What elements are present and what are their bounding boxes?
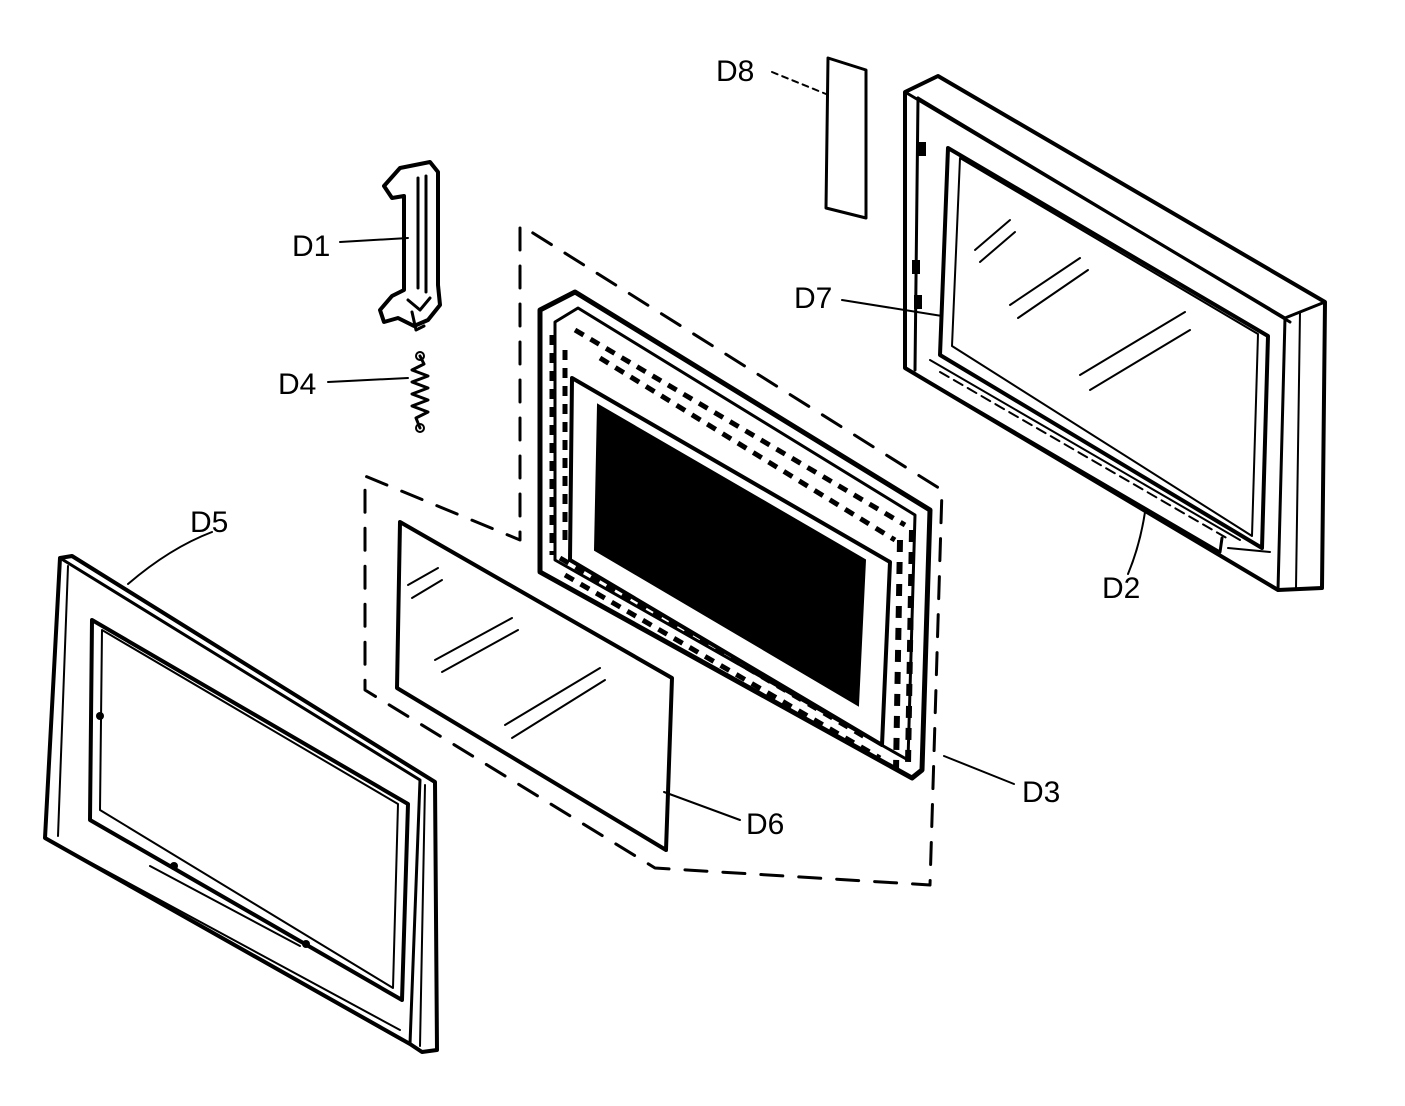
part-labels: D8 D1 D4 D7 D2 D5 D6 D3 bbox=[190, 55, 1140, 841]
d7-leader bbox=[841, 299, 943, 317]
label-d2: D2 bbox=[1102, 572, 1140, 605]
d2-door-frame bbox=[903, 74, 1327, 592]
d4-spring bbox=[410, 351, 430, 433]
d5-cover-frame bbox=[43, 554, 439, 1054]
leader-lines bbox=[127, 71, 1146, 821]
d3-slot-row-top bbox=[573, 327, 907, 543]
d3-slot-row-bottom bbox=[558, 555, 882, 761]
d8-leader bbox=[771, 71, 827, 95]
d1-latch-hook bbox=[378, 160, 442, 332]
d4-leader bbox=[327, 377, 409, 383]
label-d5: D5 bbox=[190, 506, 228, 539]
d3-inner-frame bbox=[537, 289, 933, 781]
label-d4: D4 bbox=[278, 368, 316, 401]
d3-slot-col-right bbox=[893, 529, 915, 771]
d3-assembly-outline bbox=[363, 226, 944, 887]
d8-strip bbox=[824, 56, 868, 220]
d3-leader bbox=[943, 755, 1015, 785]
d3-slot-col-left bbox=[549, 335, 568, 555]
label-d8: D8 bbox=[716, 55, 754, 88]
d6-leader bbox=[663, 791, 741, 821]
label-d6: D6 bbox=[746, 808, 784, 841]
label-d3: D3 bbox=[1022, 776, 1060, 809]
label-d1: D1 bbox=[292, 230, 330, 263]
d5-leader bbox=[127, 531, 213, 585]
d1-leader bbox=[339, 237, 409, 243]
d6-glass-panel bbox=[395, 520, 674, 852]
label-d7: D7 bbox=[794, 282, 832, 315]
d2-leader bbox=[1127, 511, 1146, 575]
